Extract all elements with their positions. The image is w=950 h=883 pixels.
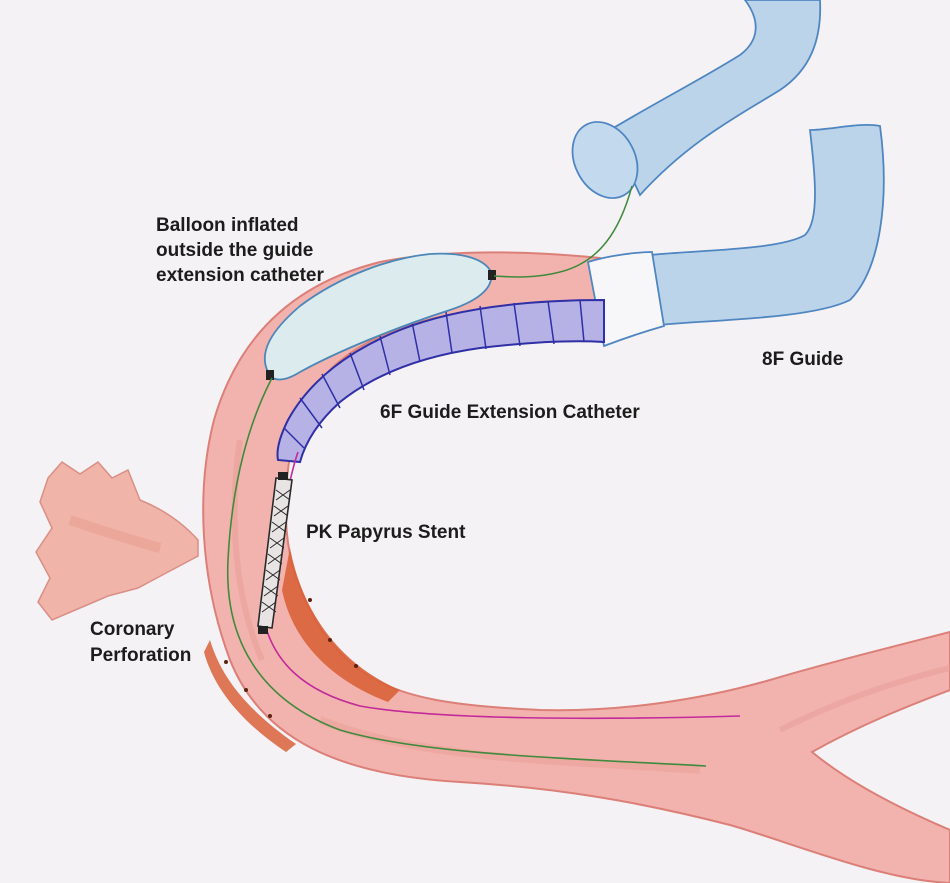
guide-extension-label: 6F Guide Extension Catheter bbox=[380, 402, 640, 423]
balloon-marker-proximal bbox=[266, 370, 274, 380]
perforation-label-line2: Perforation bbox=[90, 645, 192, 666]
guidewire bbox=[226, 185, 707, 767]
coronary-perforation-blush bbox=[35, 461, 199, 621]
upper-guide-catheter bbox=[571, 0, 822, 199]
inflated-balloon bbox=[263, 252, 496, 381]
perforation-label-line1: Coronary bbox=[90, 619, 175, 640]
balloon-label-line2: outside the guide bbox=[156, 240, 314, 261]
guide-8f-label: 8F Guide bbox=[762, 349, 844, 370]
plaque-deposits bbox=[204, 548, 400, 752]
lower-guide-catheter bbox=[586, 123, 885, 348]
pk-papyrus-stent bbox=[257, 472, 293, 634]
guide-extension-catheter bbox=[276, 298, 605, 464]
balloon-marker-distal bbox=[488, 270, 496, 280]
stent-label: PK Papyrus Stent bbox=[306, 522, 466, 543]
coronary-vessel bbox=[202, 251, 950, 883]
balloon-label-line3: extension catheter bbox=[156, 265, 324, 286]
balloon-label-line1: Balloon inflated bbox=[156, 215, 299, 236]
